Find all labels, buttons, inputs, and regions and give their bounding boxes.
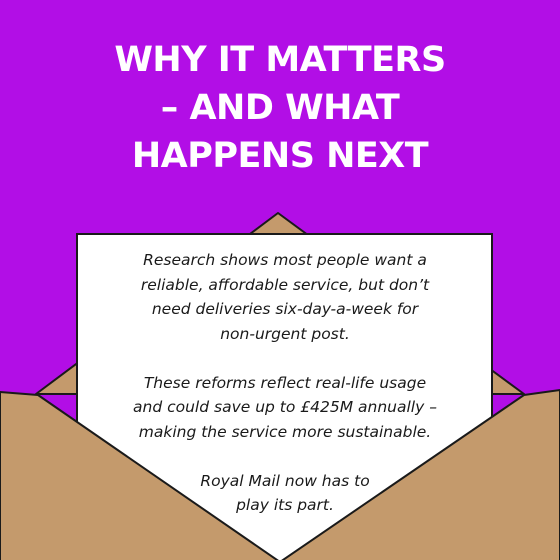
letter-paragraph-2: These reforms reflect real-life usage an… bbox=[82, 371, 488, 445]
letter-line: reliable, affordable service, but don’t bbox=[140, 275, 430, 294]
letter-line: play its part. bbox=[236, 496, 334, 514]
letter-line: Royal Mail now has to bbox=[200, 471, 370, 490]
envelope-right-flap bbox=[281, 389, 560, 560]
headline-line-2: – AND WHAT bbox=[160, 88, 400, 128]
letter-line: and could save up to £425M annually – bbox=[133, 398, 437, 416]
letter-line: These reforms reflect real-life usage bbox=[143, 373, 427, 392]
letter-line: Research shows most people want a bbox=[143, 251, 427, 269]
letter-line: making the service more sustainable. bbox=[138, 422, 432, 441]
envelope-left-flap bbox=[0, 391, 279, 560]
headline-line-1: WHY IT MATTERS bbox=[114, 40, 446, 80]
letter-line: need deliveries six-day-a-week for bbox=[151, 300, 419, 318]
headline: WHY IT MATTERS – AND WHAT HAPPENS NEXT bbox=[0, 36, 560, 180]
letter-text: Research shows most people want a reliab… bbox=[82, 248, 488, 542]
headline-line-3: HAPPENS NEXT bbox=[131, 136, 429, 176]
letter-paragraph-3: Royal Mail now has to play its part. bbox=[82, 469, 488, 518]
letter-line: non-urgent post. bbox=[220, 324, 350, 343]
letter-paragraph-1: Research shows most people want a reliab… bbox=[82, 248, 488, 346]
